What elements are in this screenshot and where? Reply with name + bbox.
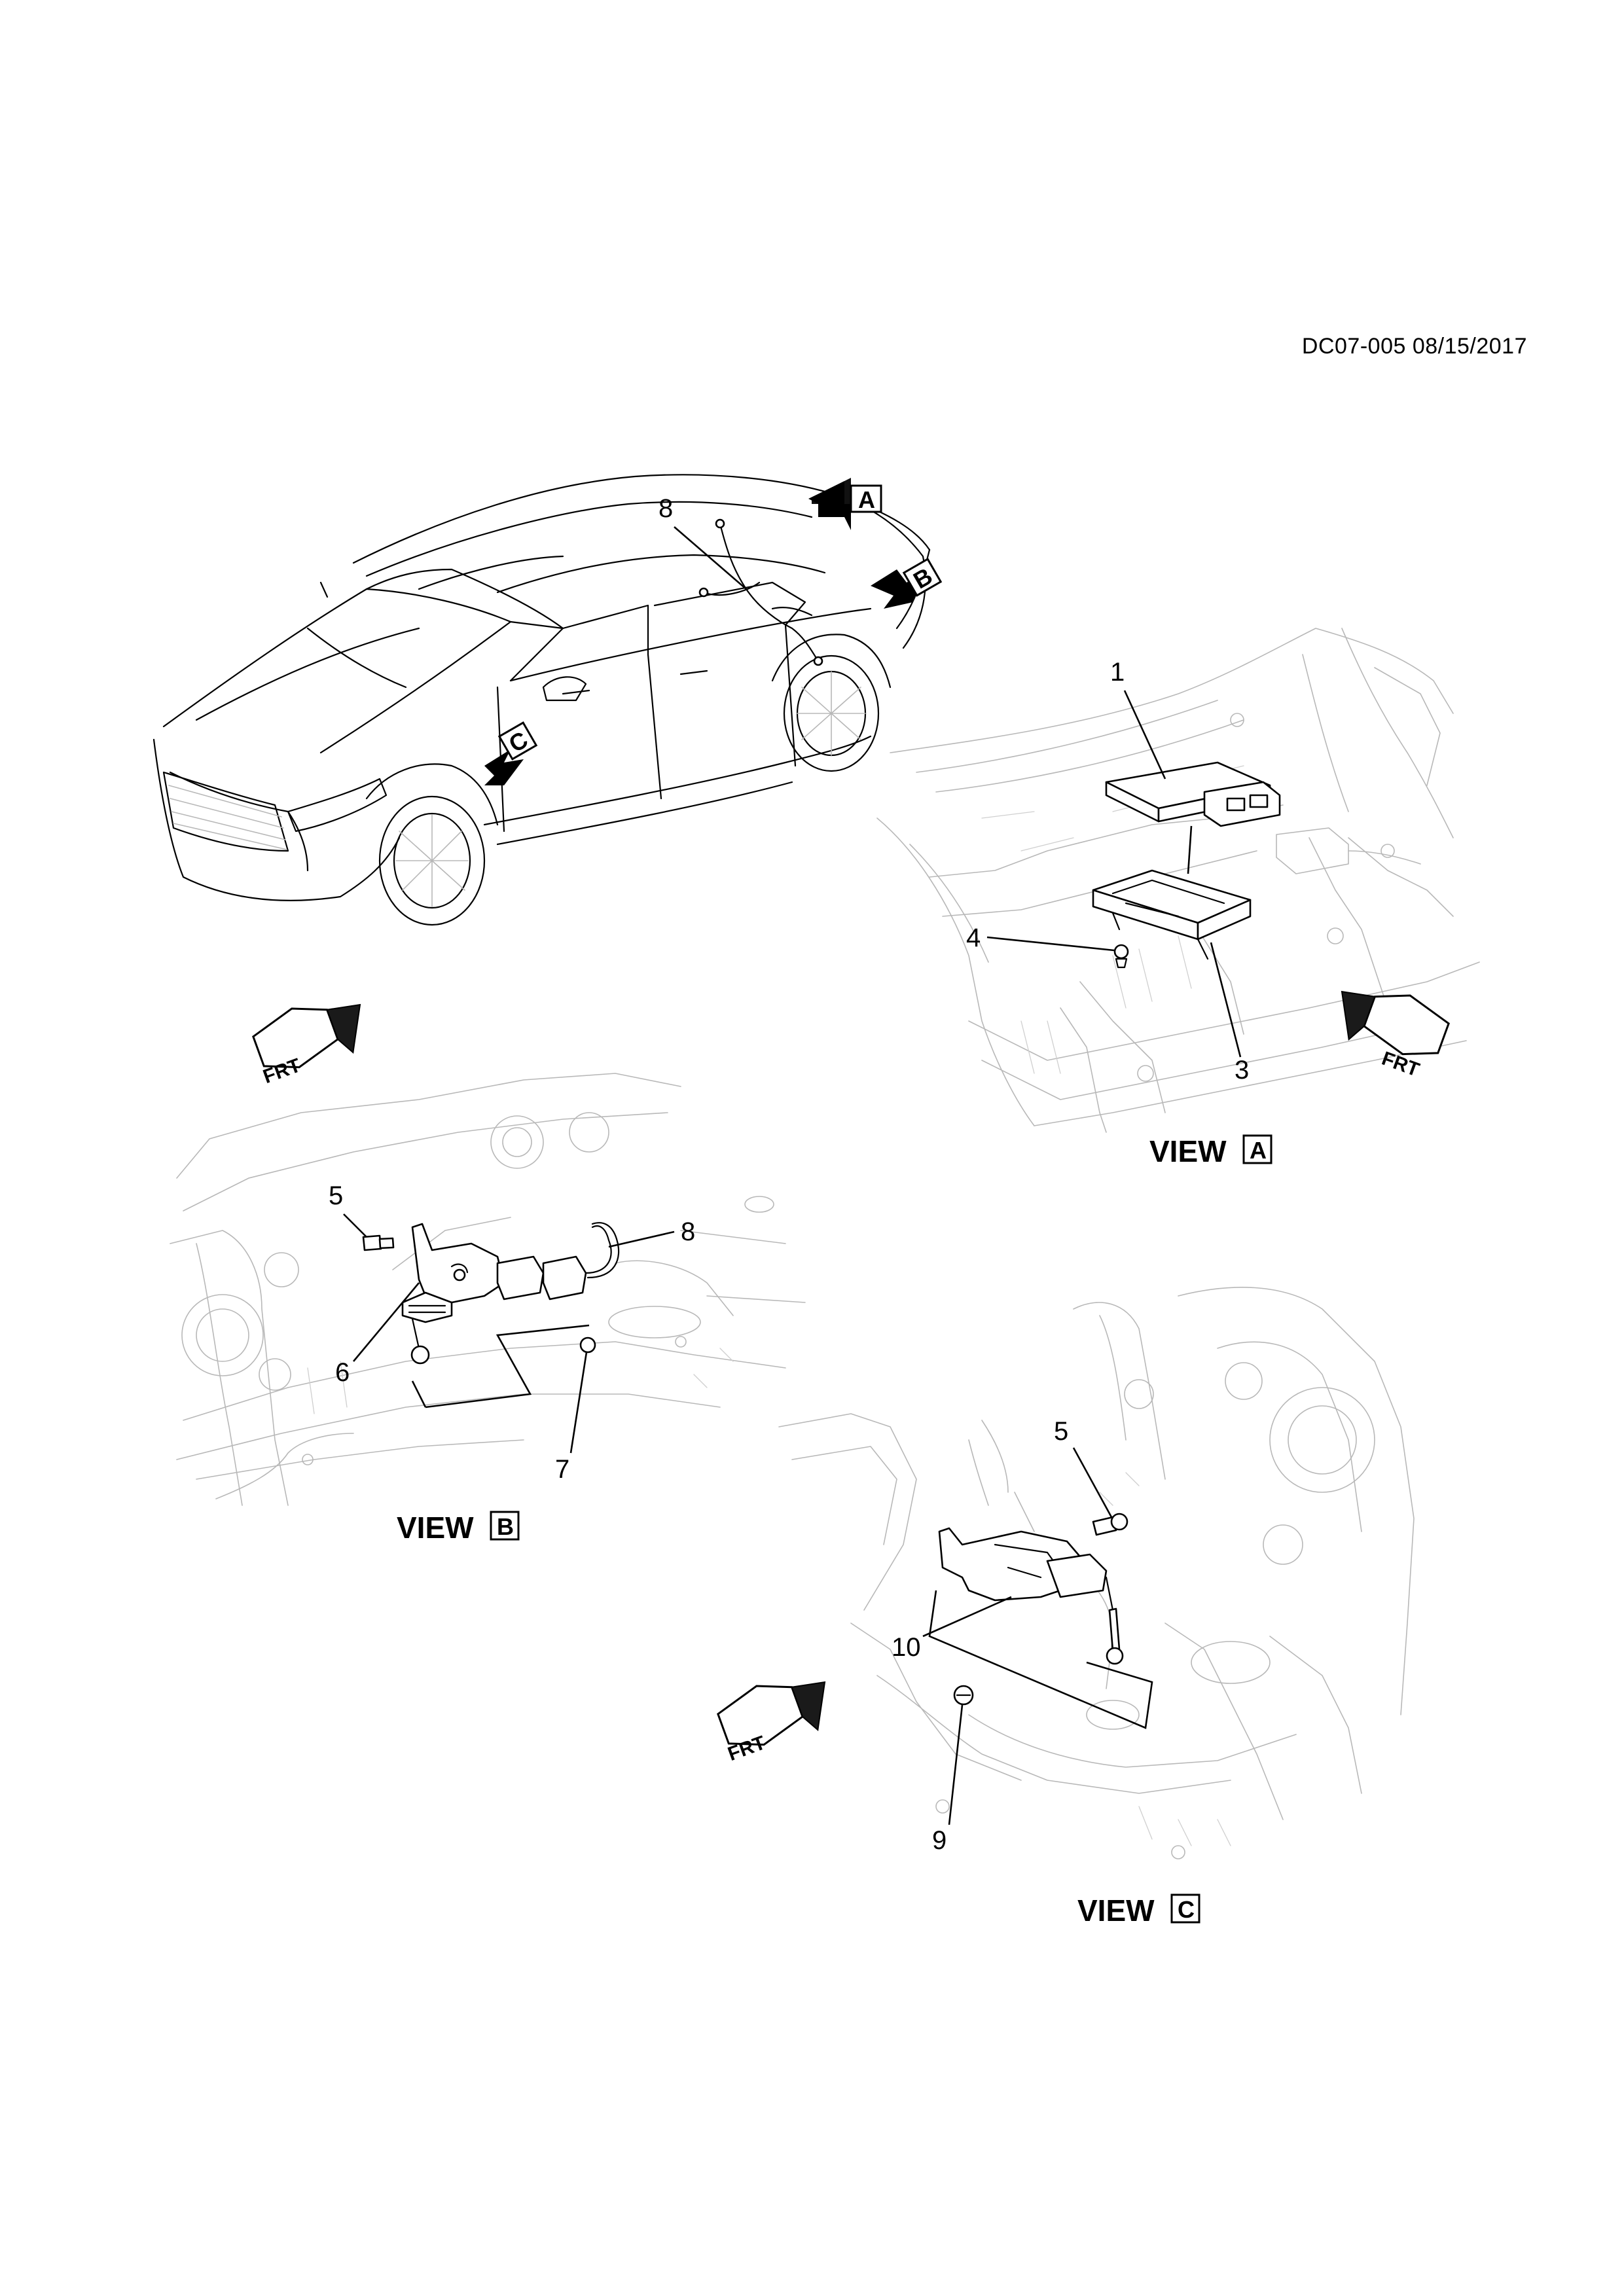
view-a-title: VIEW [1149,1134,1227,1168]
view-c-letter-box [1170,1893,1200,1924]
document-id: DC07-005 08/15/2017 [1301,334,1527,359]
view-b-letter-box [490,1511,520,1541]
view-a-leader-1 [1123,690,1166,780]
overview-callout-8: 8 [659,494,673,523]
view-b-callout-8: 8 [681,1217,695,1246]
view-a-callout-3: 3 [1235,1056,1249,1085]
view-a-link-1-3 [1187,825,1193,874]
view-marker-c: C [484,721,538,785]
view-b-callout-7: 7 [555,1455,569,1484]
view-c-callout-5: 5 [1054,1417,1068,1446]
view-c-leader-10 [922,1596,1012,1638]
view-b-leader-7 [569,1352,588,1454]
view-c-title: VIEW [1077,1893,1155,1928]
vehicle-overview [153,474,931,926]
view-a-leader-4 [986,936,1115,952]
view-c-callout-9: 9 [932,1826,947,1855]
view-a-letter-box [1242,1134,1272,1164]
view-a-letter: A [1250,1137,1267,1164]
view-b-title: VIEW [397,1511,474,1545]
view-b-callout-6: 6 [335,1358,350,1387]
view-c-illustration [778,1287,1415,1859]
view-b-letter: B [497,1513,514,1540]
view-b-illustration [170,1073,806,1506]
view-b-leader-5 [343,1213,367,1238]
view-c-letter: C [1178,1896,1195,1923]
view-c-callout-10: 10 [892,1633,921,1662]
view-marker-b: B [871,558,943,609]
view-a-callout-1: 1 [1110,658,1125,687]
view-c-leader-9 [948,1704,964,1825]
view-a-callout-4: 4 [966,924,981,952]
view-b-leader-8 [608,1230,675,1248]
view-c-leader-5 [1072,1447,1113,1518]
view-b-callout-5: 5 [329,1181,343,1210]
view-marker-a: A [808,478,882,530]
view-a-leader-3 [1210,942,1242,1058]
svg-text:A: A [858,486,875,513]
view-b-leader-6 [353,1282,420,1362]
overview-leader-8 [674,526,747,590]
